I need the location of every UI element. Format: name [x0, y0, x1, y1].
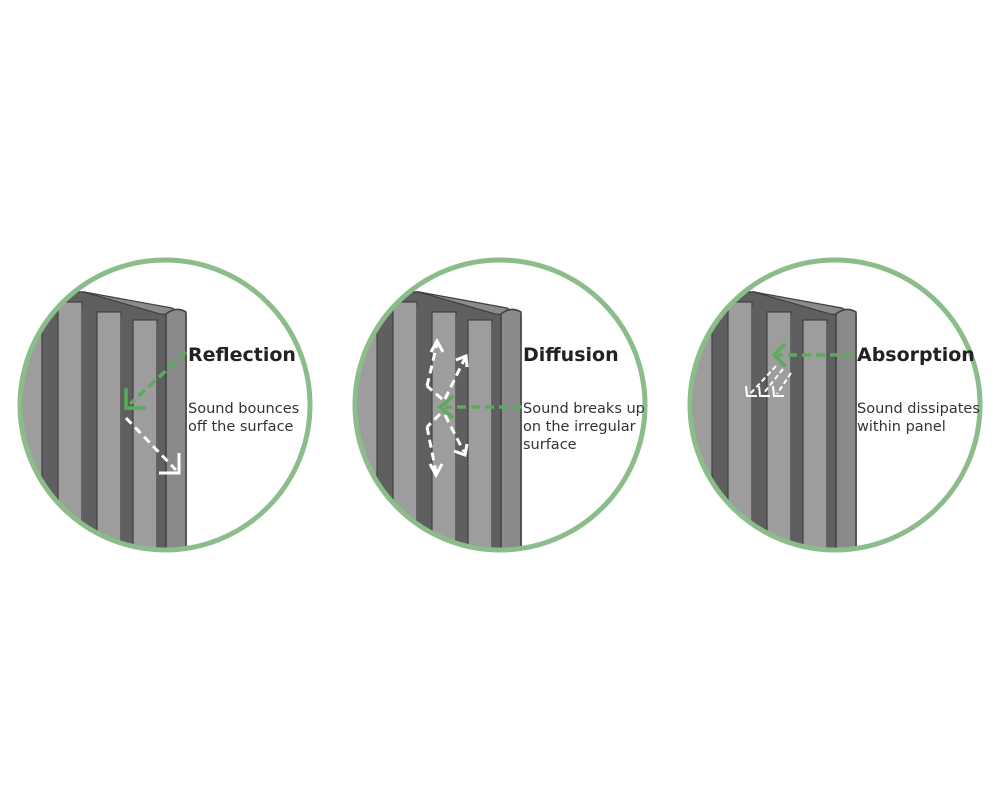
scattered-sound-arrow [443, 414, 466, 453]
diagram-circle-frame [352, 257, 648, 553]
dissipating-sound-arrowhead [772, 385, 784, 397]
diagram-circle-frame [687, 257, 983, 553]
panel-slat [802, 319, 828, 550]
panel-side-edge [835, 308, 857, 550]
panel-description-line: surface [523, 437, 577, 453]
panel-description-line: on the irregular [523, 419, 636, 435]
panel-title: Diffusion [523, 344, 619, 366]
reflection-diagram: Reflection Sound bounces off the surface [17, 257, 313, 553]
panel-description-line: within panel [857, 419, 946, 435]
scattered-sound-arrowhead [429, 337, 445, 353]
diffusion-diagram: Diffusion Sound breaks up on the irregul… [352, 257, 648, 553]
slat-groove [456, 316, 466, 550]
panel-title: Reflection [188, 344, 296, 366]
dissipating-sound-arrow [762, 368, 784, 395]
diagram-circle-frame [17, 257, 313, 553]
panel-description-line: Sound dissipates [857, 401, 980, 417]
acoustic-panel-illustration [355, 291, 522, 550]
scattered-sound-arrow [425, 412, 442, 429]
incoming-sound-arrow [128, 350, 188, 406]
slat-groove [417, 306, 427, 550]
slat-groove [121, 316, 131, 550]
slat-groove [791, 316, 801, 550]
panel-description-line: Sound bounces [188, 401, 299, 417]
panel-slat [132, 319, 158, 550]
dissipating-sound-arrow [749, 365, 777, 395]
scattered-sound-arrow [443, 357, 467, 400]
panel-description-line: Sound breaks up [523, 401, 645, 417]
acoustic-panel-illustration [690, 291, 857, 550]
scattered-sound-arrow [425, 343, 439, 387]
slat-groove [827, 324, 837, 550]
panel-slat [766, 311, 792, 550]
panel-description-line: off the surface [188, 419, 294, 435]
incoming-sound-arrowhead [437, 394, 455, 420]
slat-groove [752, 306, 762, 550]
scattered-sound-arrowhead [453, 443, 469, 458]
scattered-sound-arrowhead [455, 353, 469, 368]
scattered-sound-arrowhead [428, 463, 444, 479]
absorption-diagram: Absorption Sound dissipates within panel [687, 257, 983, 553]
panel-side-edge [165, 308, 187, 550]
scattered-sound-arrow [426, 384, 443, 401]
dissipating-sound-arrowhead [758, 385, 770, 397]
incoming-sound-arrowhead [124, 388, 146, 410]
slat-groove [82, 306, 92, 550]
panel-slat [96, 311, 122, 550]
dissipating-sound-arrowhead [745, 385, 757, 397]
slat-groove [492, 324, 502, 550]
scattered-sound-arrow [425, 426, 438, 473]
incoming-sound-arrowhead [771, 342, 787, 368]
dissipating-sound-arrow [776, 372, 792, 395]
panel-slat [467, 319, 493, 550]
reflected-sound-arrowhead [159, 453, 181, 475]
panel-side-edge [500, 308, 522, 550]
panel-title: Absorption [857, 344, 975, 366]
slat-groove [157, 324, 167, 550]
